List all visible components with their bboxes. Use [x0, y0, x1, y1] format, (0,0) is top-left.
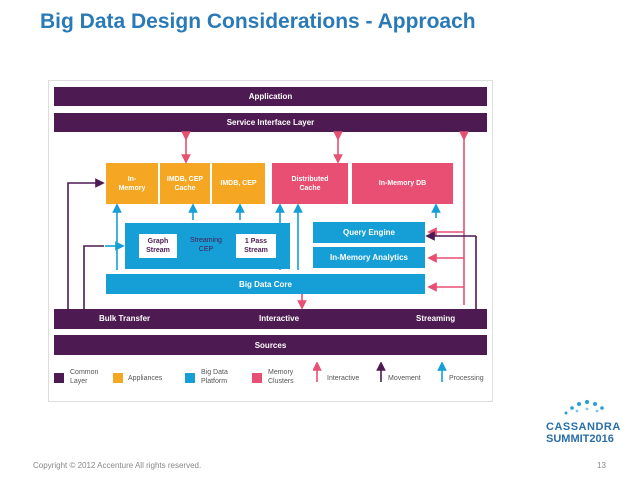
- streaming-label: Streaming: [416, 314, 456, 323]
- distributed-cache-box: Distributed Cache: [272, 163, 348, 204]
- legend-big-data-platform-swatch: [185, 373, 195, 383]
- legend-memory-clusters-label: Memory Clusters: [268, 369, 294, 385]
- legend-interactive-label: Interactive: [327, 375, 360, 382]
- legend-appliances-swatch: [113, 373, 123, 383]
- legend-common-layer-swatch: [54, 373, 64, 383]
- legend-appliances-label: Appliances: [128, 375, 163, 382]
- movement-arrow: [83, 245, 104, 309]
- graph-stream-box: Graph Stream: [139, 234, 177, 258]
- legend-processing-label: Processing: [449, 375, 484, 382]
- movement-arrow: [67, 178, 105, 309]
- legend-common-layer-label: Common Layer: [70, 369, 99, 385]
- legend-big-data-platform-label: Big Data Platform: [201, 369, 228, 385]
- in-memory-analytics-box: In-Memory Analytics: [313, 247, 425, 268]
- application-bar: Application: [54, 87, 487, 106]
- processing-arrows: [105, 203, 441, 270]
- imdb-cep-box: IMDB, CEP: [212, 163, 265, 204]
- logo-line2: SUMMIT2016: [546, 433, 614, 445]
- big-data-core-bar: Big Data Core: [106, 274, 425, 294]
- slide-title: Big Data Design Considerations - Approac…: [40, 10, 476, 33]
- legend-movement-label: Movement: [388, 375, 421, 382]
- diagram-frame: [48, 80, 493, 402]
- logo-line1: CASSANDRA: [546, 421, 621, 433]
- legend-arrows: [313, 362, 447, 382]
- imdb-cep-cache-box: IMDB, CEP Cache: [160, 163, 210, 204]
- streaming-cep-label: Streaming CEP: [190, 237, 222, 253]
- in-memory-box: In- Memory: [106, 163, 158, 204]
- sources-bar: Sources: [54, 335, 487, 355]
- page-number: 13: [597, 461, 606, 470]
- interactive-label: Interactive: [259, 314, 300, 323]
- legend-memory-clusters-swatch: [252, 373, 262, 383]
- copyright-text: Copyright © 2012 Accenture All rights re…: [33, 461, 202, 470]
- bulk-transfer-label: Bulk Transfer: [99, 314, 151, 323]
- one-pass-stream-box: 1 Pass Stream: [236, 234, 276, 258]
- service-interface-layer-bar: Service Interface Layer: [54, 113, 487, 132]
- cassandra-logo-dots-icon: [564, 399, 604, 415]
- query-engine-box: Query Engine: [313, 222, 425, 243]
- interactive-arrows: [181, 131, 469, 310]
- movement-arrows: [67, 178, 477, 309]
- transfer-bar: [54, 309, 487, 329]
- in-memory-db-box: In-Memory DB: [352, 163, 453, 204]
